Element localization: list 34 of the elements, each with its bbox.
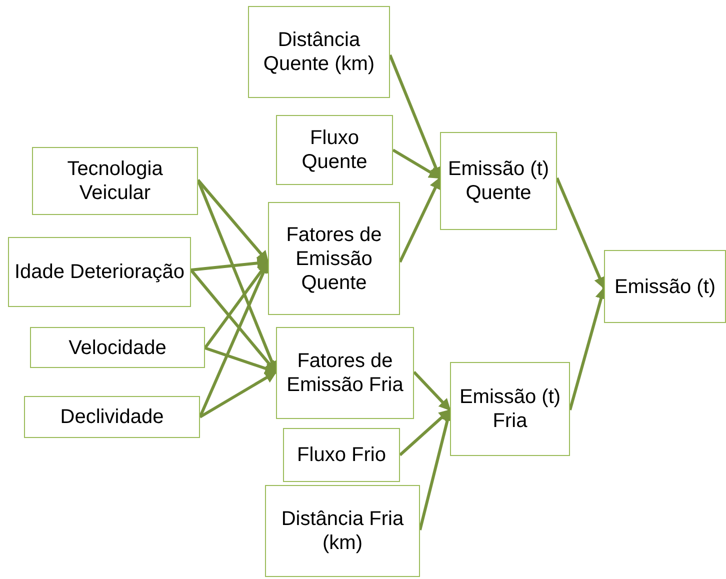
box-label: Velocidade — [68, 336, 166, 360]
box-label: Fluxo Quente — [300, 126, 368, 174]
process-box — [32, 147, 198, 215]
box-label: Tecnologia Veicular — [66, 157, 164, 205]
process-box — [30, 327, 205, 368]
process-box — [440, 132, 557, 230]
arrow — [392, 148, 442, 180]
process-box — [283, 428, 400, 482]
box-label: Emissão (t) — [614, 274, 716, 298]
arrow — [399, 408, 451, 456]
process-box — [265, 485, 420, 577]
box-label: Distância Fria (km) — [280, 507, 405, 555]
arrow — [196, 179, 270, 263]
arrow — [412, 370, 452, 412]
process-box — [248, 6, 390, 98]
process-box — [450, 362, 570, 456]
box-label: Fatores de Emissão Fria — [286, 349, 404, 397]
process-box — [8, 237, 191, 307]
process-box — [604, 250, 726, 323]
box-label: Fatores de Emissão Quente — [285, 222, 383, 294]
box-label: Declividade — [60, 405, 164, 429]
process-box — [24, 396, 200, 438]
arrow — [199, 370, 278, 418]
arrow — [568, 286, 607, 410]
box-label: Idade Deterioração — [14, 260, 185, 284]
arrow — [556, 177, 606, 290]
arrow — [398, 176, 442, 263]
process-box — [276, 115, 393, 185]
box-label: Emissão (t) Fria — [458, 385, 562, 433]
box-label: Emissão (t) Quente — [446, 157, 550, 205]
box-label: Distância Quente (km) — [262, 28, 376, 76]
process-box — [268, 202, 400, 315]
box-label: Fluxo Frio — [297, 443, 386, 467]
process-box — [276, 327, 414, 419]
